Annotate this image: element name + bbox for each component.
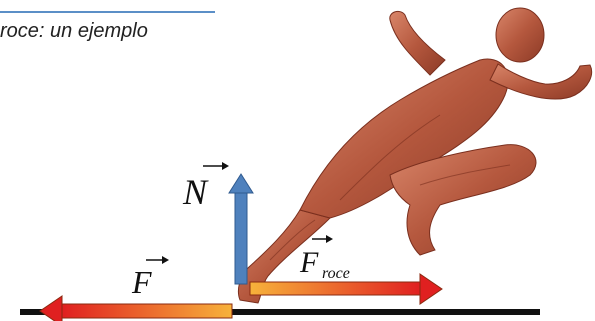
slide-title: roce: un ejemplo xyxy=(0,20,148,42)
friction-force-arrow xyxy=(249,273,443,305)
runner-rear-arm xyxy=(389,10,446,76)
runner-illustration xyxy=(237,7,593,304)
normal-force-label: N xyxy=(182,162,229,212)
svg-text:F: F xyxy=(131,264,152,300)
title-rule xyxy=(0,11,215,13)
applied-force-label: F xyxy=(131,256,169,300)
svg-text:N: N xyxy=(182,172,209,212)
applied-force-arrow xyxy=(39,295,233,321)
svg-text:roce: roce xyxy=(322,265,350,282)
normal-force-arrow xyxy=(228,173,254,285)
vector-arrow-icon xyxy=(312,235,333,243)
runner-head xyxy=(495,7,545,63)
runner-back-leg xyxy=(237,209,331,304)
runner-front-leg xyxy=(389,144,537,256)
friction-force-label: F roce xyxy=(299,235,350,282)
runner-front-arm xyxy=(489,63,593,100)
vector-arrow-icon xyxy=(146,256,169,264)
svg-text:F: F xyxy=(299,246,319,279)
vector-arrow-icon xyxy=(203,162,229,170)
